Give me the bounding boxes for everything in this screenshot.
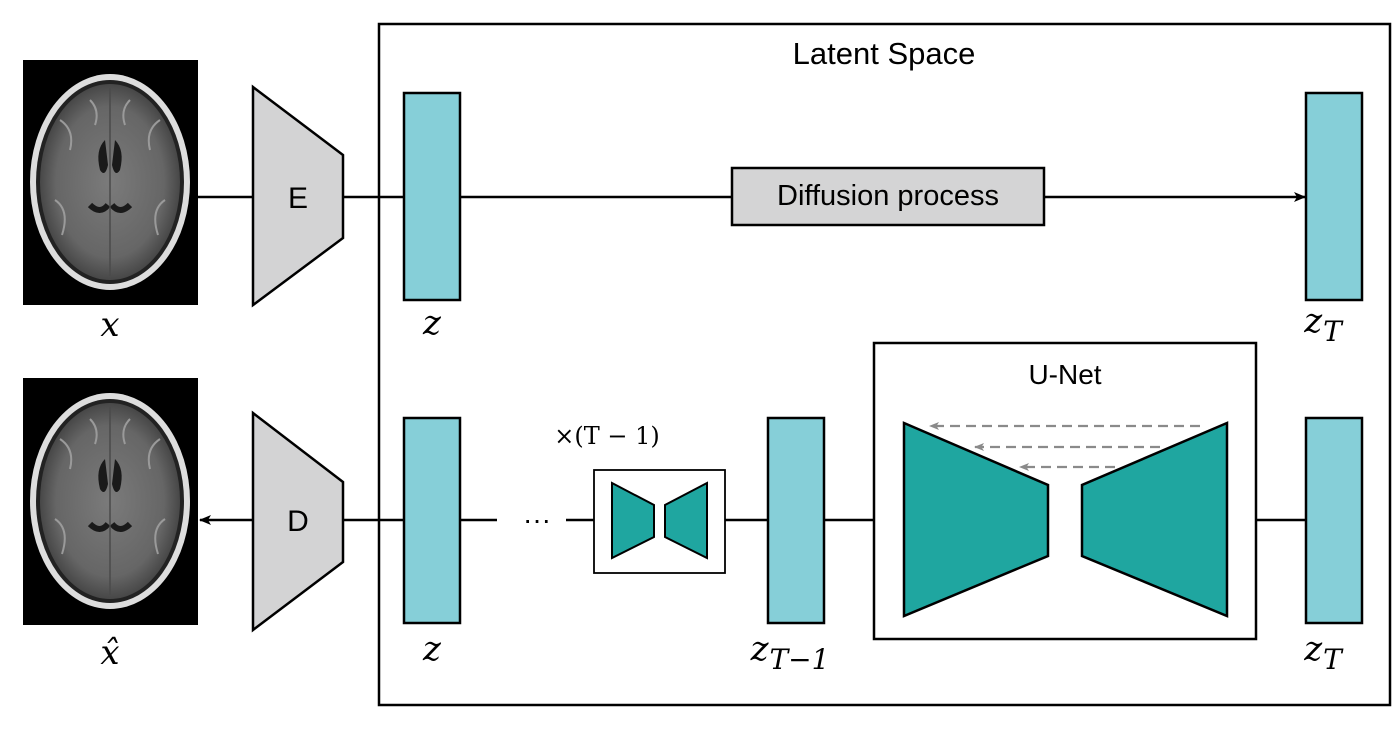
- label-zT1: zT−1: [750, 629, 830, 676]
- label-zT-top: zT: [1303, 301, 1344, 348]
- label-z-bottom: z: [422, 629, 442, 669]
- decoder-label: D: [287, 505, 309, 538]
- input-mri-image: [23, 60, 198, 305]
- mini-unet-decoder: [664, 481, 708, 560]
- encoder-block: [251, 84, 345, 308]
- label-x: x: [100, 305, 119, 345]
- latent-zT-block-top: [1304, 91, 1364, 302]
- latent-z-block-bottom: [402, 416, 462, 625]
- unet-encoder-shape: [902, 421, 1050, 618]
- latent-zT1-block: [766, 416, 826, 625]
- latent-space-frame: [377, 22, 1392, 707]
- label-zT-bottom: zT: [1303, 629, 1344, 676]
- latent-zT-block-bottom: [1304, 416, 1364, 625]
- mini-unet-encoder: [611, 481, 655, 560]
- ellipsis: ···: [523, 504, 551, 535]
- label-x-hat: x̂: [100, 633, 119, 673]
- latent-space-title: Latent Space: [793, 36, 976, 71]
- diffusion-process-box: [730, 166, 1046, 227]
- repeat-label: ×(T − 1): [554, 422, 659, 450]
- diffusion-process-label: Diffusion process: [777, 180, 999, 212]
- encoder-label: E: [288, 182, 308, 215]
- reconstructed-mri-image: [23, 378, 198, 625]
- latent-z-block-top: [402, 91, 462, 302]
- decoder-block: [251, 410, 345, 633]
- unet-label: U-Net: [1028, 359, 1101, 390]
- label-z-top: z: [422, 303, 442, 343]
- unet-decoder-shape: [1080, 421, 1229, 618]
